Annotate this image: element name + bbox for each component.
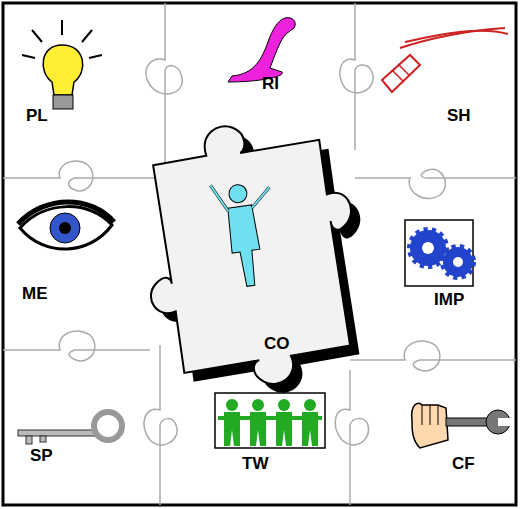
puzzle-piece: SH	[445, 106, 473, 127]
puzzle-piece: CO	[262, 334, 292, 355]
piece-label: TW	[240, 454, 270, 475]
piece-label: ME	[20, 284, 50, 305]
puzzle-piece: SP	[28, 446, 55, 467]
piece-label: PL	[24, 106, 50, 127]
puzzle-piece: CF	[450, 454, 477, 475]
puzzle-piece: IMP	[432, 290, 466, 311]
piece-label: CO	[262, 334, 292, 355]
piece-label: RI	[260, 74, 281, 95]
piece-label: SP	[28, 446, 55, 467]
piece-label: SH	[445, 106, 473, 127]
puzzle-piece: PL	[24, 106, 50, 127]
piece-label: IMP	[432, 290, 466, 311]
puzzle-piece: ME	[20, 284, 50, 305]
puzzle-piece: TW	[240, 454, 270, 475]
puzzle-piece: RI	[260, 74, 281, 95]
piece-label: CF	[450, 454, 477, 475]
